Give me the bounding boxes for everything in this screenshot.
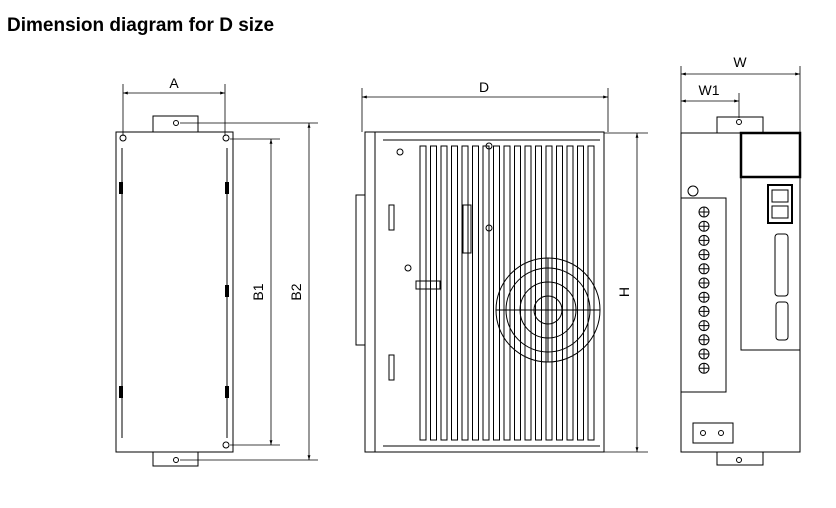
vent-slat: [545, 145, 553, 441]
front-view: A B1 B2: [115, 75, 318, 467]
vent-slat: [514, 145, 521, 441]
vent-slat: [440, 145, 448, 441]
vent-slat: [535, 145, 542, 441]
vent-slat: [430, 145, 437, 441]
dim-label-h: H: [616, 287, 632, 297]
dim-label-b2: B2: [288, 283, 304, 300]
panel-view: W W1: [680, 54, 802, 466]
dim-label-w1: W1: [699, 82, 720, 98]
vent-slat: [566, 145, 574, 441]
vent-slat: [587, 145, 595, 441]
dim-label-b1: B1: [250, 283, 266, 300]
vent-slat: [524, 145, 532, 441]
vent-slat: [577, 145, 584, 441]
vent-slat: [482, 145, 490, 441]
page-title: Dimension diagram for D size: [7, 15, 275, 36]
side-view: D H: [355, 79, 648, 453]
vent-slat: [472, 145, 479, 441]
dim-label-a: A: [169, 75, 179, 91]
vent-slat: [461, 145, 469, 441]
vent-slat: [419, 145, 427, 441]
vent-slat: [451, 145, 458, 441]
vent-slat: [493, 145, 500, 441]
dim-label-d: D: [479, 79, 489, 95]
dim-label-w: W: [733, 54, 747, 70]
vent-slat: [556, 145, 563, 441]
